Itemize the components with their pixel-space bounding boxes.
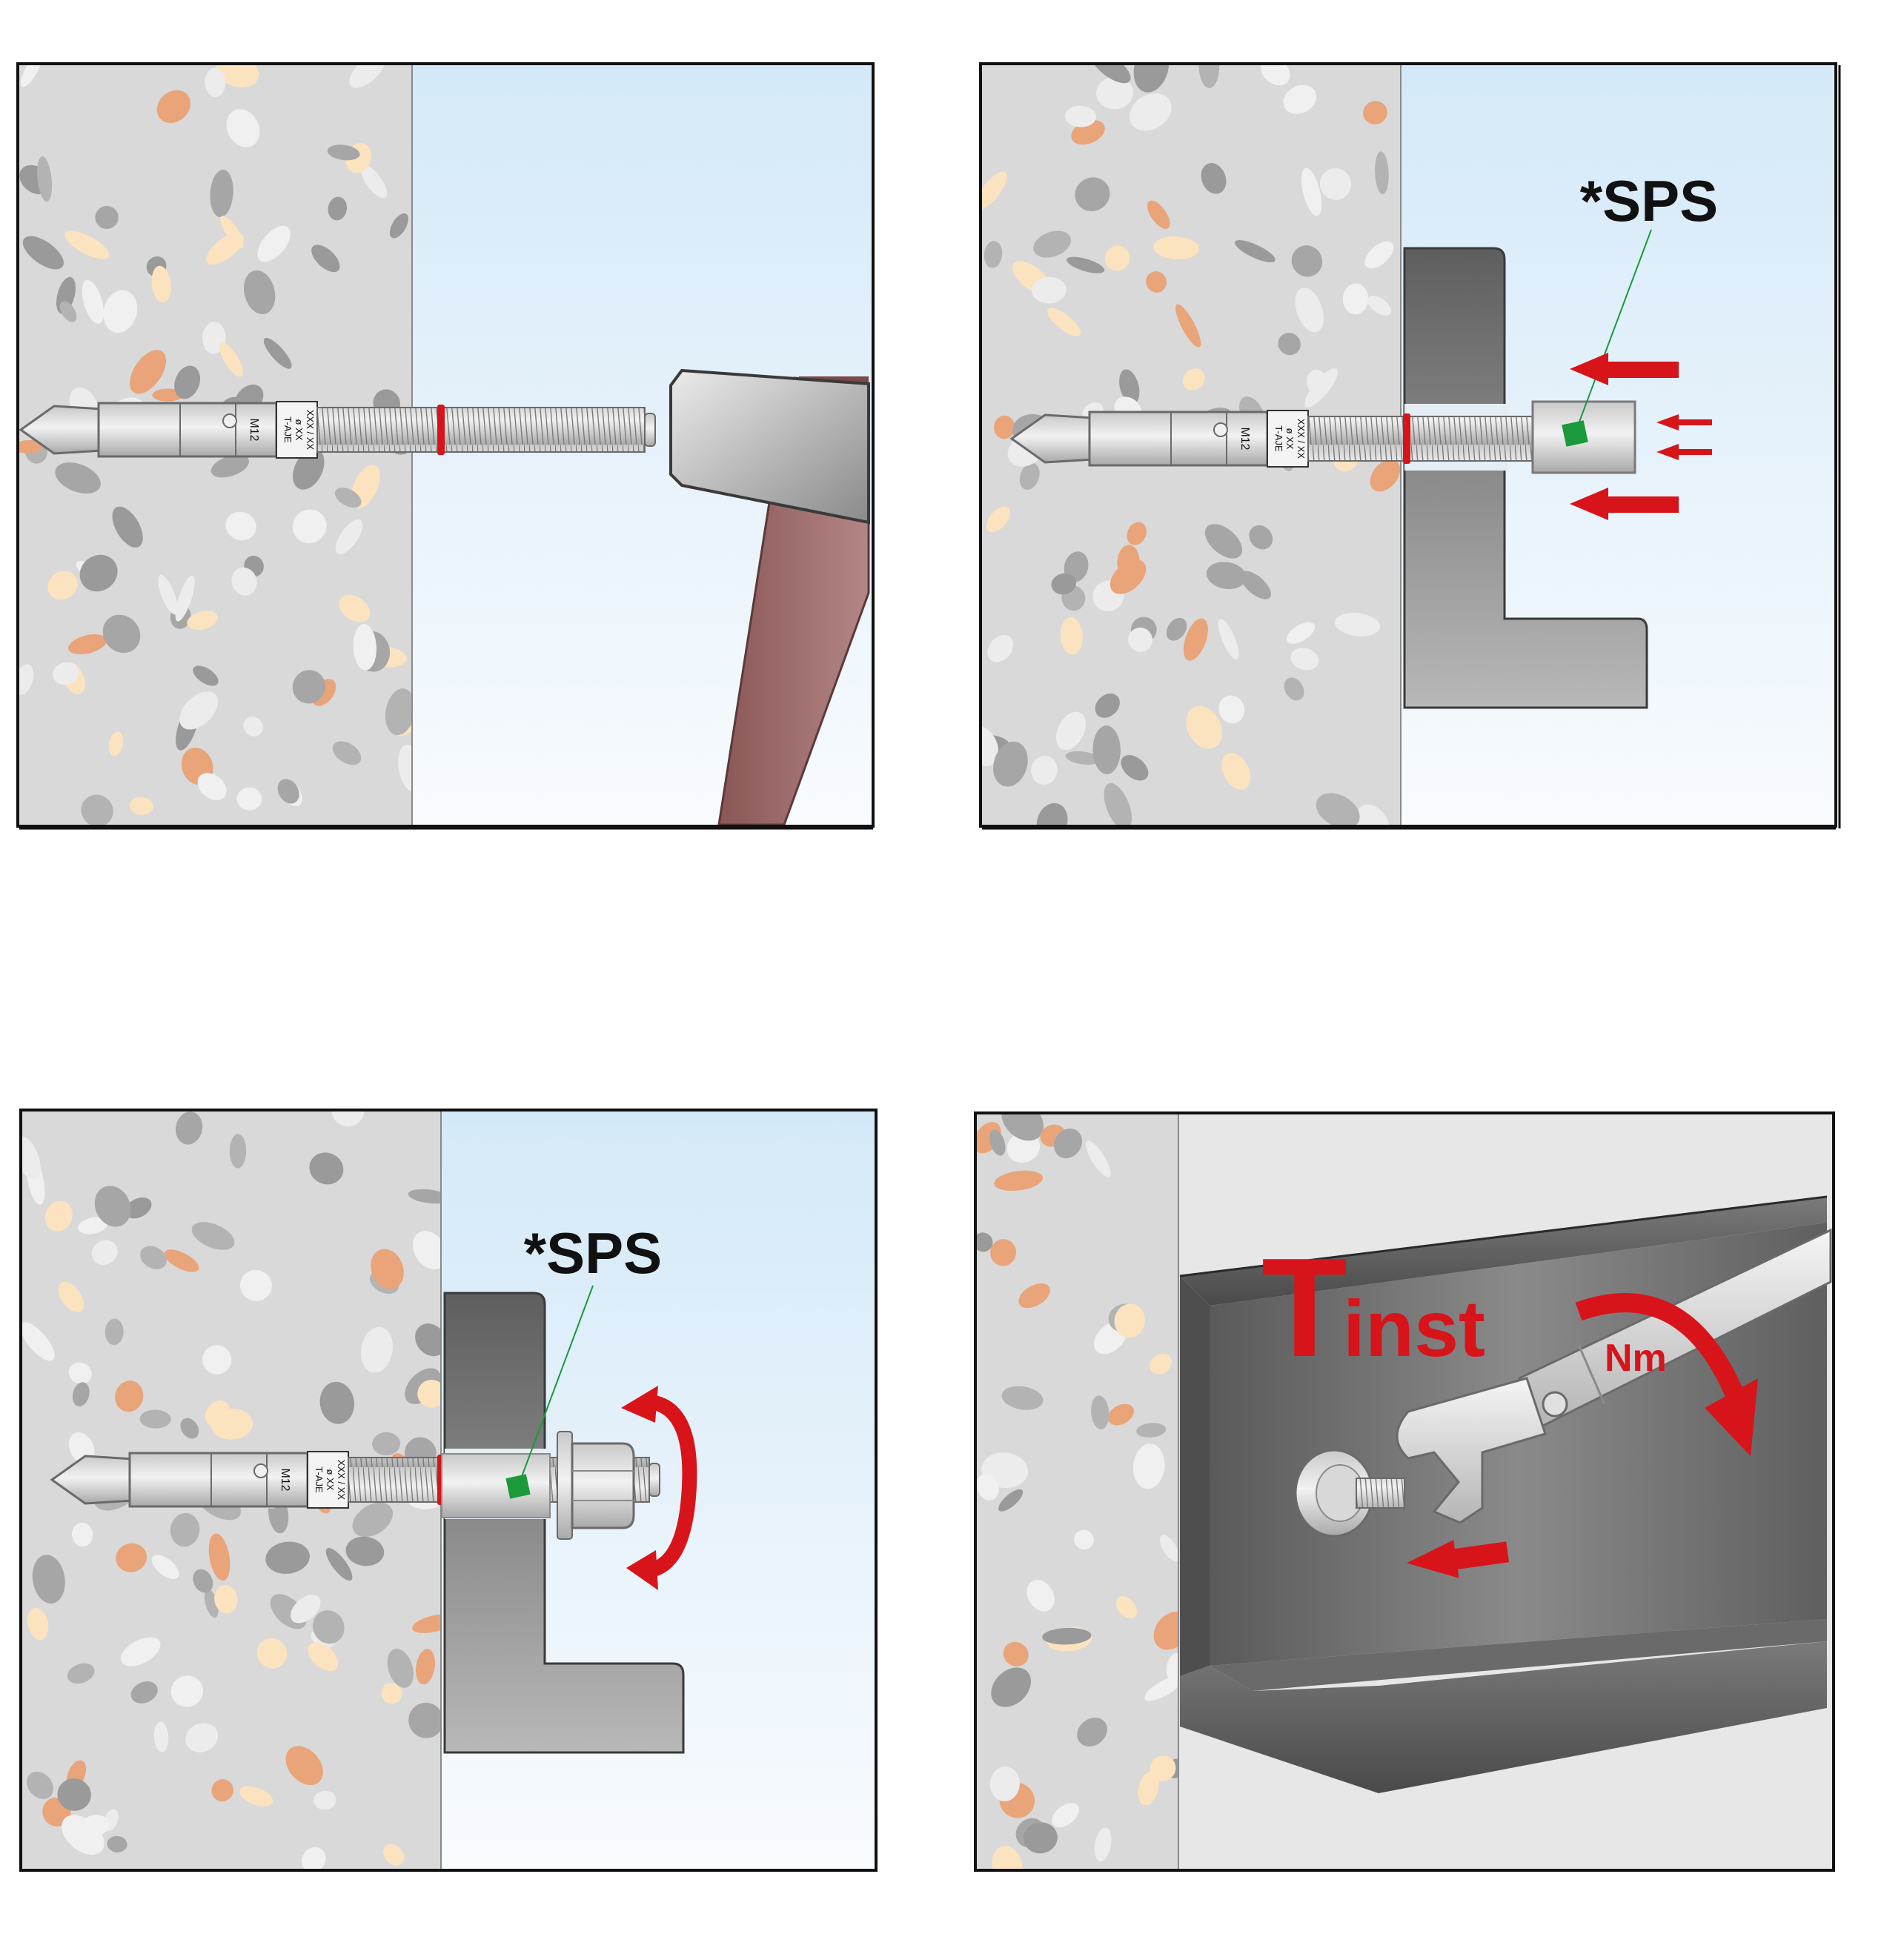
bolt-marking: XXX / XX [305, 410, 316, 451]
torque-wrench-icon [1396, 1228, 1832, 1524]
bolt-marking: T-AJE [314, 1466, 325, 1493]
hex-nut [571, 1442, 635, 1529]
washer [557, 1431, 573, 1540]
panel-frame [974, 1111, 1835, 1872]
bolt-marking: ø XX [325, 1469, 336, 1491]
fixture-angle [443, 1292, 685, 1754]
rotate-arrow-icon [1575, 1293, 1758, 1456]
concrete-aggregate [982, 65, 1401, 825]
bolt-marking: ø XX [1284, 428, 1296, 450]
bolt-marking: XXX / XX [1296, 419, 1307, 459]
rotate-arrow-icon [621, 1386, 697, 1590]
panel-frame [19, 1109, 878, 1872]
hammer-icon [669, 368, 870, 826]
torque-symbol: T [1261, 1229, 1347, 1386]
bolt-size-marking: M12 [248, 418, 260, 441]
callout-leader [517, 1285, 594, 1487]
depth-marking [437, 405, 445, 455]
depth-marking [1403, 413, 1410, 464]
concrete-aggregate [977, 1114, 1178, 1869]
push-arrow-icon [1570, 353, 1712, 520]
bolt-marking: ø XX [293, 419, 305, 441]
push-arrow-icon [1406, 1540, 1510, 1578]
panel-frame [16, 62, 875, 828]
bolt-size-marking: M12 [1238, 427, 1251, 450]
torque-subscript: inst [1343, 1283, 1485, 1373]
bolt-marking: T-AJE [1273, 425, 1284, 452]
bolt-size-marking: M12 [279, 1468, 291, 1491]
bolt-marking: XXX / XX [336, 1460, 347, 1501]
torque-unit-label: Nm [1605, 1337, 1667, 1380]
callout-label: *SPS [524, 1220, 662, 1286]
bolt-marking: T-AJE [282, 416, 293, 443]
callout-label: *SPS [1580, 168, 1718, 233]
panel-step-4: Nm T inst [974, 1111, 1835, 1872]
fixture-angle [1403, 247, 1648, 709]
callout-leader [1574, 229, 1652, 434]
panel-frame [979, 62, 1837, 828]
hex-nut [1294, 1449, 1405, 1538]
concrete-wall [977, 1114, 1178, 1869]
setting-tool-icon [1531, 400, 1636, 474]
